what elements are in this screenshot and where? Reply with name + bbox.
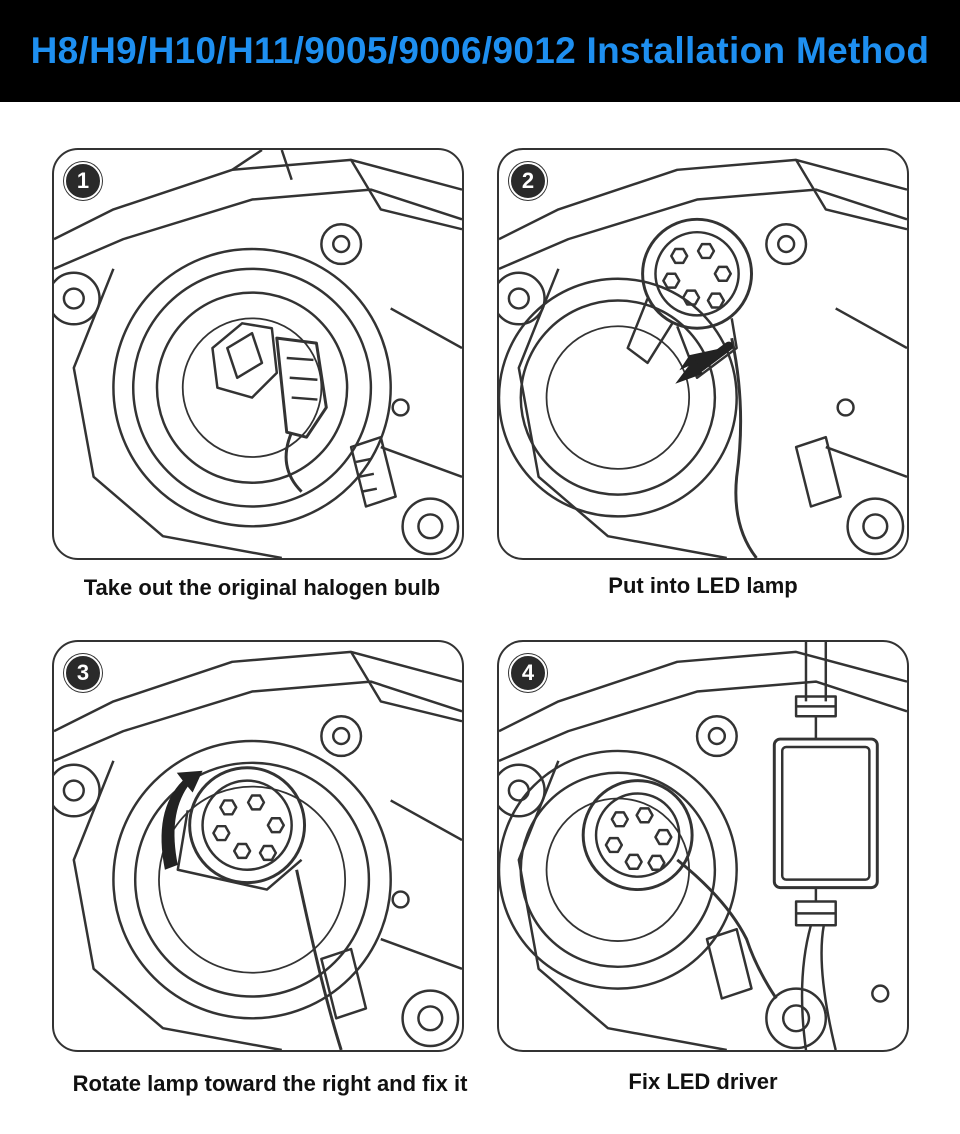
headlamp-rotate-drawing	[54, 650, 462, 1050]
page-title: H8/H9/H10/H11/9005/9006/9012 Installatio…	[30, 30, 930, 71]
headlamp-halogen-drawing	[54, 150, 462, 558]
headlamp-driver-drawing	[499, 642, 907, 1050]
step-2-badge: 2	[509, 162, 547, 200]
step-4-badge: 4	[509, 654, 547, 692]
step-2-illustration: 2	[497, 148, 909, 560]
step-4-caption: Fix LED driver	[628, 1069, 778, 1094]
step-1-illustration: 1	[52, 148, 464, 560]
step-1-caption: Take out the original halogen bulb	[83, 575, 441, 600]
step-2-caption: Put into LED lamp	[608, 573, 798, 598]
step-1-badge: 1	[64, 162, 102, 200]
step-3-illustration: 3	[52, 640, 464, 1052]
headlamp-led-insert-drawing	[499, 158, 907, 558]
step-3-badge: 3	[64, 654, 102, 692]
title-banner: H8/H9/H10/H11/9005/9006/9012 Installatio…	[0, 0, 960, 102]
step-3-caption: Rotate lamp toward the right and fix it	[72, 1071, 468, 1096]
step-4-illustration: 4	[497, 640, 909, 1052]
